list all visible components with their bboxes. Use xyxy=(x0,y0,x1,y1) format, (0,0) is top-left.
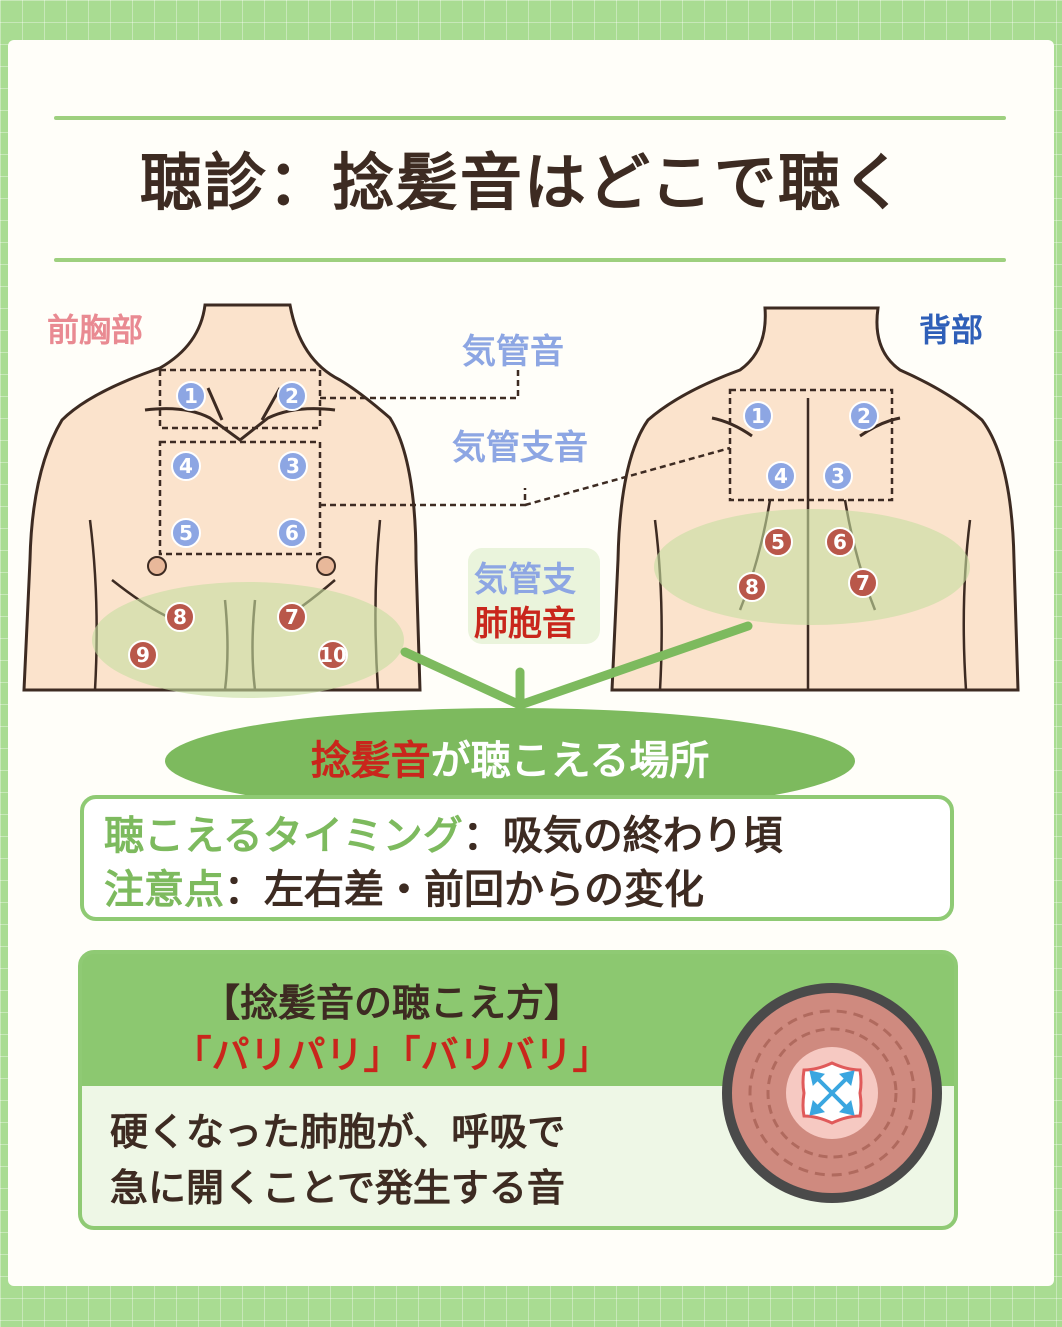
desc-line-2: 急に開くことで発生する音 xyxy=(110,1166,565,1210)
note-label: 注意点 xyxy=(104,867,224,913)
back-torso xyxy=(610,306,1020,692)
front-point-7 xyxy=(277,602,307,632)
top-rule xyxy=(54,116,1006,120)
tracheal-sound-label: 気管音 xyxy=(462,332,564,372)
back-point-label-7: 7 xyxy=(856,571,870,595)
front-point-label-3: 3 xyxy=(286,454,300,478)
front-point-8 xyxy=(165,602,195,632)
front-point-label-9: 9 xyxy=(136,643,150,667)
note-row: 注意点：左右差・前回からの変化 xyxy=(104,863,930,917)
back-point-label-3: 3 xyxy=(831,464,845,488)
back-point-label-1: 1 xyxy=(751,404,765,428)
front-point-1 xyxy=(176,381,206,411)
timing-value: ：吸気の終わり頃 xyxy=(462,813,783,859)
front-point-label-8: 8 xyxy=(173,605,187,629)
front-point-2 xyxy=(277,381,307,411)
front-point-4 xyxy=(171,451,201,481)
back-point-6 xyxy=(825,527,855,557)
back-point-3 xyxy=(823,461,853,491)
sound-description: 硬くなった肺胞が、呼吸で 急に開くことで発生する音 xyxy=(110,1104,710,1216)
front-point-5 xyxy=(171,518,201,548)
back-point-1 xyxy=(743,401,773,431)
front-point-3 xyxy=(278,451,308,481)
alveolus-icon xyxy=(722,983,942,1203)
bottom-rule xyxy=(54,258,1006,262)
back-point-7 xyxy=(848,568,878,598)
sound-heading: 【捻髪音の聴こえ方】 xyxy=(201,981,582,1025)
note-value: ：左右差・前回からの変化 xyxy=(224,867,704,913)
front-point-label-7: 7 xyxy=(285,605,299,629)
bronchial-sound-label: 気管支音 xyxy=(452,428,588,468)
desc-line-1: 硬くなった肺胞が、呼吸で xyxy=(110,1110,566,1154)
front-point-label-2: 2 xyxy=(285,384,299,408)
front-point-label-10: 10 xyxy=(319,643,347,667)
back-point-label-2: 2 xyxy=(857,404,871,428)
bronchovesicular-label-2: 肺胞音 xyxy=(474,604,576,644)
sound-onomatopoeia: 「パリパリ」「バリバリ」 xyxy=(173,1033,611,1077)
timing-label: 聴こえるタイミング xyxy=(104,813,463,859)
sound-box: 【捻髪音の聴こえ方】 「パリパリ」「バリバリ」 硬くなった肺胞が、呼吸で 急に開… xyxy=(78,950,958,1230)
result-rest: が聴こえる場所 xyxy=(430,738,710,784)
front-point-10 xyxy=(318,640,348,670)
result-red: 捻髪音 xyxy=(310,738,431,784)
back-point-label-5: 5 xyxy=(771,530,785,554)
page-title: 聴診：捻髪音はどこで聴く xyxy=(139,146,907,219)
front-point-label-6: 6 xyxy=(285,521,299,545)
front-point-6 xyxy=(277,518,307,548)
back-label: 背部 xyxy=(919,311,984,349)
timing-row: 聴こえるタイミング：吸気の終わり頃 xyxy=(104,809,930,863)
front-point-9 xyxy=(128,640,158,670)
back-point-8 xyxy=(737,572,767,602)
back-point-label-8: 8 xyxy=(745,575,759,599)
back-point-2 xyxy=(849,401,879,431)
back-point-4 xyxy=(766,461,796,491)
back-point-label-6: 6 xyxy=(833,530,847,554)
front-chest-label: 前胸部 xyxy=(47,311,144,349)
front-point-label-1: 1 xyxy=(184,384,198,408)
info-box: 聴こえるタイミング：吸気の終わり頃 注意点：左右差・前回からの変化 xyxy=(80,795,954,921)
back-point-5 xyxy=(763,527,793,557)
back-point-label-4: 4 xyxy=(774,464,788,488)
bronchovesicular-label-1: 気管支 xyxy=(474,560,576,600)
front-point-label-5: 5 xyxy=(179,521,193,545)
front-point-label-4: 4 xyxy=(179,454,193,478)
